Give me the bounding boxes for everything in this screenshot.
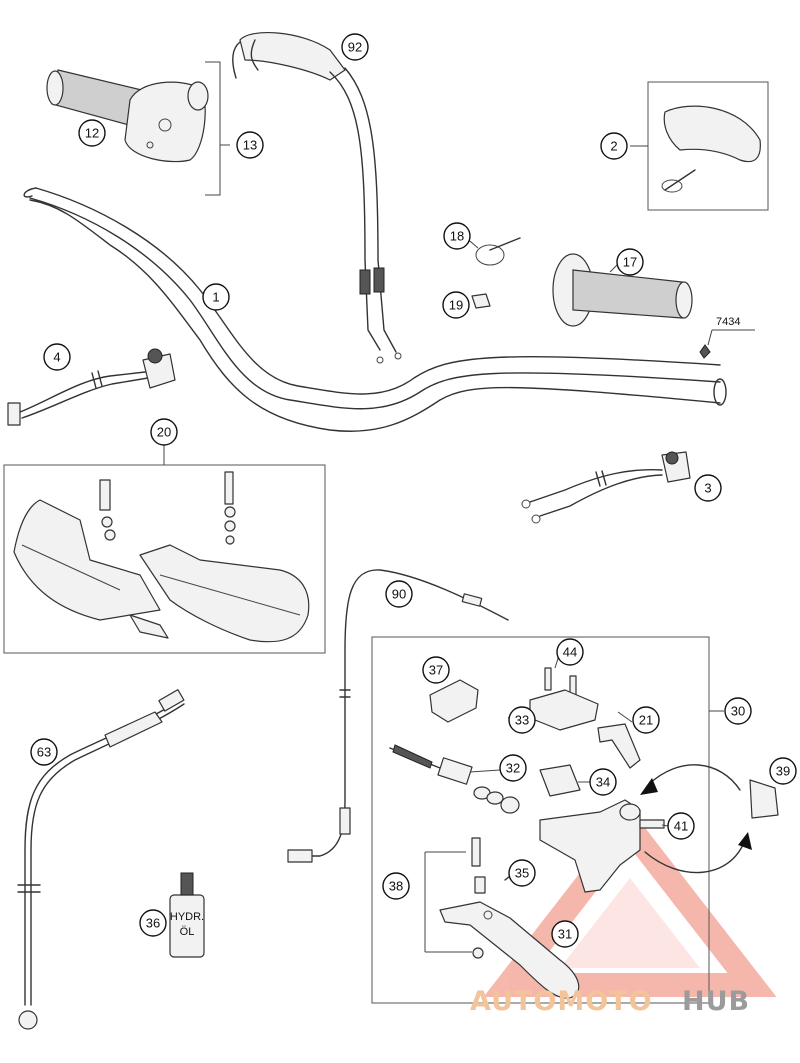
oil-label-line1: HYDR. bbox=[170, 911, 204, 923]
callout-17: 17 bbox=[616, 248, 644, 276]
callout-21: 21 bbox=[632, 706, 660, 734]
svg-text:13: 13 bbox=[243, 138, 257, 153]
callout-41: 41 bbox=[667, 812, 695, 840]
part-7434-group: 7434 bbox=[699, 316, 755, 359]
svg-text:41: 41 bbox=[674, 819, 688, 834]
svg-text:38: 38 bbox=[389, 879, 403, 894]
callout-34: 34 bbox=[589, 768, 617, 796]
callout-20: 20 bbox=[150, 418, 178, 446]
callout-4: 4 bbox=[43, 343, 71, 371]
svg-text:44: 44 bbox=[563, 645, 577, 660]
callout-19: 19 bbox=[442, 291, 470, 319]
svg-text:36: 36 bbox=[146, 916, 160, 931]
svg-text:32: 32 bbox=[506, 761, 520, 776]
svg-text:31: 31 bbox=[558, 927, 572, 942]
svg-text:33: 33 bbox=[515, 713, 529, 728]
callout-31: 31 bbox=[551, 920, 579, 948]
svg-text:34: 34 bbox=[596, 775, 610, 790]
clamp-rotation bbox=[640, 764, 779, 874]
callout-3: 3 bbox=[694, 474, 722, 502]
callout-13: 13 bbox=[236, 131, 264, 159]
leader-lines bbox=[220, 144, 669, 827]
callout-1: 1 bbox=[202, 283, 230, 311]
throttle-grip bbox=[46, 61, 221, 196]
svg-text:35: 35 bbox=[515, 866, 529, 881]
svg-text:3: 3 bbox=[704, 481, 711, 496]
kill-switch bbox=[7, 348, 176, 426]
callout-30: 30 bbox=[724, 697, 752, 725]
svg-text:12: 12 bbox=[85, 126, 99, 141]
callout-39: 39 bbox=[769, 757, 797, 785]
svg-text:37: 37 bbox=[429, 663, 443, 678]
svg-text:2: 2 bbox=[610, 139, 617, 154]
callout-63: 63 bbox=[30, 738, 58, 766]
master-cylinder-kit bbox=[371, 636, 724, 1004]
callout-33: 33 bbox=[508, 706, 536, 734]
svg-text:92: 92 bbox=[348, 40, 362, 55]
svg-text:30: 30 bbox=[731, 704, 745, 719]
svg-text:19: 19 bbox=[449, 298, 463, 313]
watermark-text: AUTOMOTO HUB bbox=[470, 986, 750, 1017]
cable-tie-and-cap bbox=[471, 237, 521, 309]
svg-text:90: 90 bbox=[392, 587, 406, 602]
clutch-cable bbox=[287, 569, 509, 863]
svg-text:21: 21 bbox=[639, 713, 653, 728]
callout-37: 37 bbox=[422, 656, 450, 684]
svg-text:17: 17 bbox=[623, 255, 637, 270]
callout-36: 36 bbox=[139, 909, 167, 937]
oil-label-line2: ÖL bbox=[180, 926, 195, 938]
svg-text:39: 39 bbox=[776, 764, 790, 779]
callout-2: 2 bbox=[600, 132, 628, 160]
callout-32: 32 bbox=[499, 754, 527, 782]
handlebar bbox=[23, 187, 727, 432]
hydraulic-line bbox=[17, 689, 185, 1030]
left-grip bbox=[552, 253, 693, 327]
handguard-kit bbox=[3, 445, 326, 654]
svg-text:1: 1 bbox=[212, 290, 219, 305]
hydraulic-oil-bottle: HYDR. ÖL bbox=[169, 872, 205, 958]
svg-text:20: 20 bbox=[157, 425, 171, 440]
svg-text:18: 18 bbox=[450, 229, 464, 244]
watermark-logo bbox=[483, 808, 777, 997]
switch-right bbox=[521, 451, 691, 524]
part-7434-label: 7434 bbox=[716, 316, 740, 328]
callout-92: 92 bbox=[341, 33, 369, 61]
callout-44: 44 bbox=[556, 638, 584, 666]
svg-text:4: 4 bbox=[53, 350, 60, 365]
callout-35: 35 bbox=[508, 859, 536, 887]
cover-kit bbox=[630, 81, 769, 211]
callout-90: 90 bbox=[385, 580, 413, 608]
throttle-cable bbox=[232, 32, 402, 364]
callout-18: 18 bbox=[443, 222, 471, 250]
svg-text:HUB: HUB bbox=[682, 986, 750, 1017]
svg-text:63: 63 bbox=[37, 745, 51, 760]
callout-38: 38 bbox=[382, 872, 410, 900]
svg-text:AUTOMOTO: AUTOMOTO bbox=[470, 986, 653, 1017]
callout-12: 12 bbox=[78, 119, 106, 147]
